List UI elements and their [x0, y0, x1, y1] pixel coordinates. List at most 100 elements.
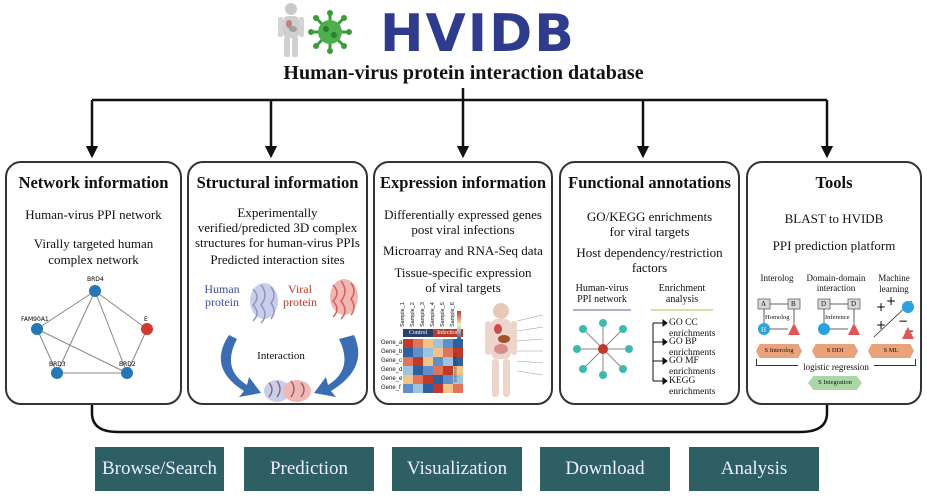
- panel-title: Network information: [18, 173, 169, 192]
- node-label: BRD2: [119, 361, 136, 368]
- panel-line: Experimentally: [237, 205, 318, 220]
- nav-visualization-button[interactable]: Visualization: [392, 447, 522, 491]
- expression-info-panel: Expression information Differentially ex…: [373, 161, 553, 405]
- interaction-label: Interaction: [257, 350, 305, 362]
- heatmap-cell: [453, 384, 463, 393]
- network-node: [51, 367, 63, 379]
- nav-prediction-button[interactable]: Prediction: [244, 447, 374, 491]
- heatmap-cell: [403, 339, 413, 348]
- gene-label: Gene_d: [381, 367, 403, 373]
- sample-label: Sample_5: [440, 302, 446, 327]
- label-line: Human-virus: [575, 283, 629, 294]
- ppi-network-graph: BRD4 FAM90A1 E BRD3 BRD2: [21, 276, 153, 379]
- svg-text:+: +: [886, 295, 896, 308]
- heatmap-cell: [403, 348, 413, 357]
- sample-label: Sample_2: [410, 302, 416, 327]
- heatmap-cell: [443, 384, 453, 393]
- heatmap-cell: [413, 357, 423, 366]
- viral-protein-label: Viral protein: [280, 283, 320, 309]
- heatmap-cell: [413, 366, 423, 375]
- heatmap-cell: [453, 375, 463, 384]
- human-protein-label: Human protein: [197, 283, 247, 309]
- heatmap-cell: [443, 357, 453, 366]
- node-h: H: [761, 326, 767, 334]
- panel-title: Expression information: [379, 173, 547, 192]
- heatmap-cell: [433, 384, 443, 393]
- sample-label: Sample_4: [430, 302, 436, 327]
- panel-line: structures for human-virus PPIs: [194, 235, 360, 250]
- gene-label: Gene_f: [381, 385, 401, 391]
- panel-line: for viral targets: [609, 224, 690, 239]
- star-network-graph: [573, 319, 633, 379]
- svg-text:−: −: [898, 314, 908, 328]
- network-node: [89, 285, 101, 297]
- method-ml: Machine learning: [878, 273, 910, 294]
- panel-title: Tools: [815, 173, 853, 192]
- nav-download-button[interactable]: Download: [540, 447, 670, 491]
- node-label: BRD4: [87, 276, 104, 283]
- node-a: A: [761, 300, 767, 308]
- human-body-icon: [276, 2, 306, 58]
- heatmap-cell: [443, 339, 453, 348]
- panel-line: verified/predicted 3D complex: [197, 220, 358, 235]
- node-d1: D: [821, 300, 827, 308]
- nav-analysis-button[interactable]: Analysis: [689, 447, 819, 491]
- page-subtitle: Human-virus protein interaction database: [283, 62, 644, 84]
- viral-protein-structure: [330, 279, 358, 320]
- heatmap-cell: [403, 357, 413, 366]
- node-d2: D: [851, 300, 857, 308]
- panel-line: GO/KEGG enrichments: [586, 209, 713, 224]
- node-label: FAM90A1: [21, 316, 49, 323]
- heatmap-cell: [403, 384, 413, 393]
- label-line: interaction: [816, 283, 856, 293]
- network-node: [141, 323, 153, 335]
- heatmap-cell: [433, 366, 443, 375]
- gene-label: Gene_c: [381, 358, 403, 364]
- heatmap-cell: [453, 366, 463, 375]
- homolog-label: Homolog: [765, 314, 790, 321]
- nav-browse-search-button[interactable]: Browse/Search: [95, 447, 224, 491]
- node-b: B: [791, 300, 796, 308]
- label-line: Human: [204, 282, 240, 296]
- heatmap-cell: [403, 375, 413, 384]
- sample-label: Sample_6: [450, 302, 456, 327]
- heatmap-cell: [453, 348, 463, 357]
- scale-label: log expression: [452, 353, 457, 383]
- virus-icon: [308, 10, 352, 54]
- panel-line: Human-virus PPI network: [25, 207, 162, 222]
- network-node: [121, 367, 133, 379]
- node-label: E: [144, 316, 148, 323]
- heatmap-cell: [453, 339, 463, 348]
- enrichment-bracket: [652, 319, 668, 385]
- svg-text:+: +: [876, 318, 886, 332]
- prediction-methods-illustration: + + + − −: [757, 295, 914, 339]
- column-label-enrichment: Enrichment analysis: [647, 283, 717, 305]
- heatmap-cell: [423, 375, 433, 384]
- svg-text:+: +: [876, 300, 886, 314]
- heatmap-cell: [423, 348, 433, 357]
- right-curved-arrow: [314, 335, 359, 397]
- enrichment-item: GO BP enrichments: [669, 337, 716, 358]
- heatmap-cell: [423, 384, 433, 393]
- score-ddi: S DDI: [812, 344, 858, 358]
- panel-line: of viral targets: [425, 280, 501, 295]
- panel-line: Host dependency/restriction: [576, 245, 723, 260]
- structural-info-panel: Structural information Experimentally ve…: [187, 161, 368, 405]
- method-interolog: Interolog: [760, 273, 794, 283]
- heatmap-cells: [403, 339, 463, 393]
- label-line: analysis: [665, 294, 699, 305]
- panel-line: Differentially expressed genes: [384, 207, 542, 222]
- enrichment-item: GO MF enrichments: [669, 356, 716, 377]
- label-line: Viral: [288, 282, 312, 296]
- tissue-body-illustration: [485, 303, 544, 397]
- gene-label: Gene_a: [381, 340, 403, 346]
- panel-title: Functional annotations: [568, 173, 731, 192]
- panel-line: PPI prediction platform: [772, 238, 896, 253]
- human-protein-structure: [250, 283, 278, 324]
- heatmap-cell: [433, 357, 443, 366]
- sample-label: Sample_1: [400, 302, 406, 327]
